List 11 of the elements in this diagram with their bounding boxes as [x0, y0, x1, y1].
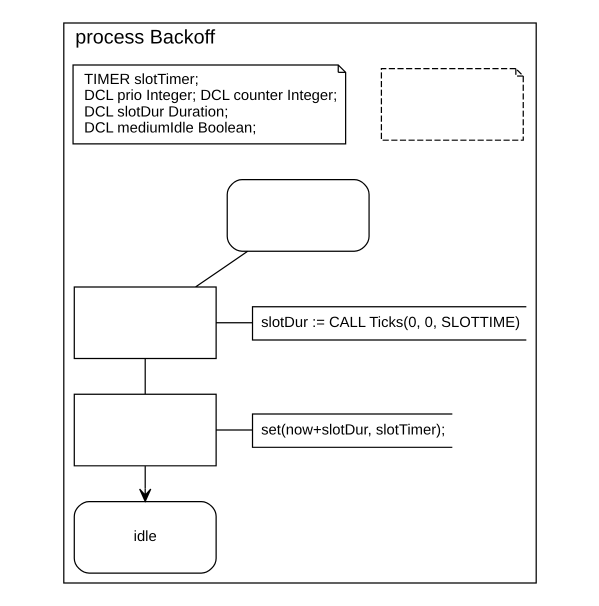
node-box: idle — [73, 500, 216, 574]
connector — [144, 358, 146, 394]
node-oval — [226, 179, 370, 252]
node-box — [73, 286, 216, 360]
connector — [216, 429, 252, 431]
node-text: slotDur := CALL Ticks(0, 0, SLOTTIME) — [260, 315, 520, 332]
node-text: set(now+slotDur, slotTimer); — [260, 422, 445, 438]
arrow — [138, 466, 151, 502]
connector — [194, 250, 248, 288]
connector — [216, 322, 252, 324]
node-box — [73, 394, 216, 466]
